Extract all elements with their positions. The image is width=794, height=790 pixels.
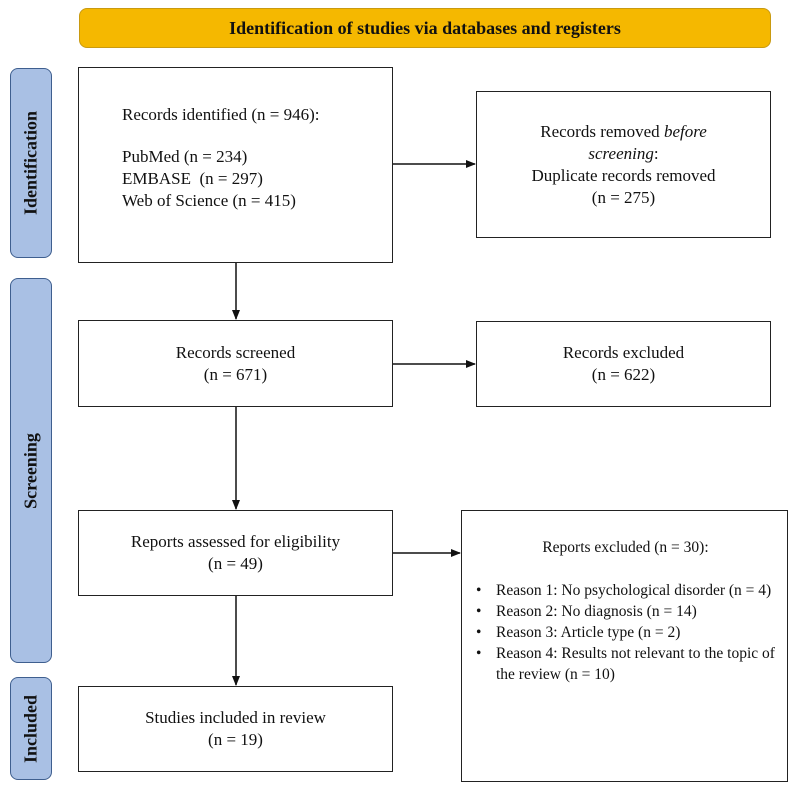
reports-excluded-box: Reports excluded (n = 30): Reason 1: No … (461, 510, 788, 782)
records-removed-box: Records removed before screening: Duplic… (476, 91, 771, 238)
records-screened-count: (n = 671) (203, 364, 268, 384)
source-pubmed: PubMed (n = 234) (122, 147, 248, 166)
eligibility-count: (n = 49) (208, 554, 263, 573)
duplicate-records-count: (n = 275) (591, 187, 656, 207)
records-screened-label: Records screened (175, 342, 296, 362)
exclusion-reason-1: Reason 1: No psychological disorder (n =… (476, 580, 777, 601)
records-excluded-box: Records excluded (n = 622) (476, 321, 771, 407)
records-removed-before: before (663, 121, 707, 141)
exclusion-reason-2: Reason 2: No diagnosis (n = 14) (476, 601, 777, 622)
phase-included: Included (10, 677, 52, 780)
records-excluded-label: Records excluded (562, 343, 685, 362)
records-removed-screening: screening (588, 143, 654, 163)
records-identified-title: Records identified (n = 946): (122, 105, 320, 124)
records-excluded-count: (n = 622) (591, 365, 656, 384)
studies-included-label: Studies included in review (145, 708, 326, 727)
records-removed-colon: : (653, 143, 659, 163)
phase-identification: Identification (10, 68, 52, 258)
exclusion-reason-4: Reason 4: Results not relevant to the to… (476, 643, 777, 685)
records-identified-box: Records identified (n = 946): PubMed (n … (78, 67, 393, 263)
studies-included-count: (n = 19) (208, 730, 263, 749)
exclusion-reason-3: Reason 3: Article type (n = 2) (476, 622, 777, 643)
exclusion-reasons-list: Reason 1: No psychological disorder (n =… (474, 580, 777, 685)
eligibility-label: Reports assessed for eligibility (130, 532, 341, 551)
duplicate-records-label: Duplicate records removed (531, 165, 716, 185)
header-banner: Identification of studies via databases … (79, 8, 771, 48)
records-removed-line1: Records removed (540, 121, 664, 141)
source-web-of-science: Web of Science (n = 415) (122, 191, 296, 210)
studies-included-box: Studies included in review (n = 19) (78, 686, 393, 772)
phase-screening: Screening (10, 278, 52, 663)
reports-excluded-title: Reports excluded (n = 30): (542, 539, 709, 556)
eligibility-box: Reports assessed for eligibility (n = 49… (78, 510, 393, 596)
records-screened-box: Records screened (n = 671) (78, 320, 393, 407)
source-embase: EMBASE (n = 297) (122, 169, 263, 188)
